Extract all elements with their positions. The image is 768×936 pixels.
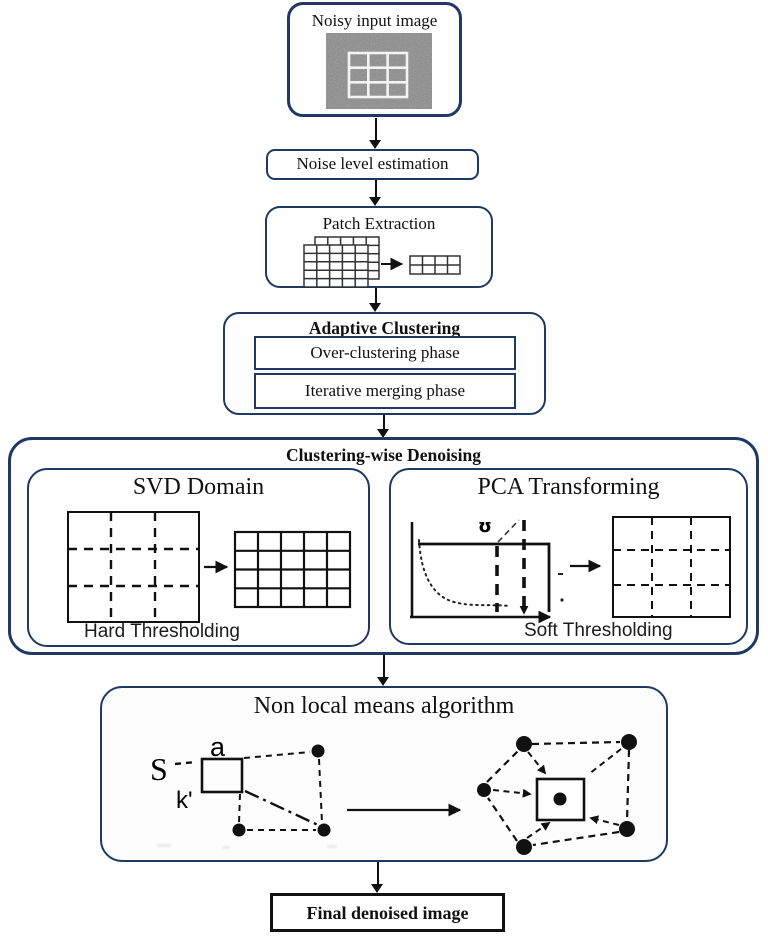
- svd-input-dashed-grid: [67, 511, 200, 623]
- flow-arrow-6: [371, 862, 384, 893]
- node-patch-extraction-label: Patch Extraction: [322, 214, 436, 233]
- pca-eigenvalue-curve: [418, 539, 510, 607]
- nlm-pixel-label: k': [176, 787, 193, 814]
- pca-threshold-symbol: ʊ: [478, 516, 492, 537]
- pca-plot-axes: [410, 522, 552, 624]
- nlm-after-weight-arrows: [492, 748, 622, 839]
- pca-thresholding-graphic: ʊ: [410, 516, 731, 624]
- flow-arrow-5: [377, 655, 390, 686]
- nlm-before-diagonal: [244, 789, 319, 827]
- svd-caption: Hard Thresholding: [84, 621, 240, 642]
- node-clustering-denoising: Clustering-wise Denoising SVD Domain: [8, 437, 759, 655]
- nlm-center-pixel: [553, 792, 567, 806]
- white-grid-3x3: [347, 51, 409, 99]
- patch-grid-small: [409, 255, 461, 275]
- artifact-smudge: [157, 844, 171, 847]
- phase-over-clustering-label: Over-clustering phase: [310, 343, 460, 362]
- node-noisy-input: Noisy input image: [287, 2, 462, 117]
- node-noise-level: Noise level estimation: [266, 149, 479, 180]
- patch-grid-front: [303, 244, 369, 288]
- flow-arrow-1: [369, 118, 382, 149]
- pca-caption: Soft Thresholding: [524, 620, 673, 641]
- phase-iterative-merging: Iterative merging phase: [254, 373, 516, 409]
- pca-output-dashed-grid: [612, 516, 731, 618]
- node-noisy-input-label: Noisy input image: [311, 11, 438, 30]
- node-final-image: Final denoised image: [270, 893, 505, 932]
- node-nlm: Non local means algorithm S a k': [100, 686, 668, 862]
- node-svd-domain: SVD Domain: [27, 468, 370, 647]
- adaptive-clustering-title: Adaptive Clustering: [308, 318, 461, 338]
- pca-leader-line: [497, 519, 520, 543]
- node-final-image-label: Final denoised image: [306, 903, 469, 923]
- artifact-smudge: [327, 845, 337, 848]
- nlm-graphic: S a k': [150, 732, 637, 855]
- pca-threshold-step: [418, 542, 551, 612]
- nlm-title: Non local means algorithm: [253, 693, 515, 719]
- nlm-before-links: [238, 751, 323, 831]
- nlm-patch-label: a: [210, 732, 226, 762]
- flow-arrow-4: [377, 415, 390, 438]
- phase-iterative-merging-label: Iterative merging phase: [304, 381, 466, 400]
- nlm-search-window-label: S: [150, 751, 168, 787]
- nlm-s-leader: [174, 760, 197, 766]
- nlm-before-dots: [232, 744, 331, 837]
- nlm-reference-patch: [200, 757, 244, 794]
- patch-extraction-graphic: [303, 236, 461, 288]
- phase-over-clustering: Over-clustering phase: [254, 336, 516, 370]
- clustering-denoising-title: Clustering-wise Denoising: [286, 445, 481, 465]
- node-adaptive-clustering: Adaptive Clustering Over-clustering phas…: [223, 312, 546, 415]
- svd-domain-title: SVD Domain: [132, 474, 265, 500]
- noisy-image-thumbnail: [326, 33, 432, 109]
- nlm-after-diagram: [477, 734, 637, 855]
- node-pca-transforming: PCA Transforming ʊ: [389, 468, 748, 645]
- nlm-before-diagram: S a k': [150, 732, 331, 837]
- svd-output-grid: [233, 530, 352, 609]
- node-noise-level-label: Noise level estimation: [296, 154, 449, 173]
- pca-stray-marks: [558, 573, 564, 602]
- pca-transforming-title: PCA Transforming: [477, 474, 660, 500]
- nlm-after-dots: [477, 734, 637, 855]
- artifact-smudge: [222, 846, 230, 849]
- flow-arrow-2: [369, 180, 382, 206]
- flow-arrow-3: [369, 288, 382, 312]
- node-patch-extraction: Patch Extraction: [265, 206, 493, 288]
- nlm-after-polygon: [486, 740, 631, 847]
- svd-thresholding-graphic: [67, 511, 352, 623]
